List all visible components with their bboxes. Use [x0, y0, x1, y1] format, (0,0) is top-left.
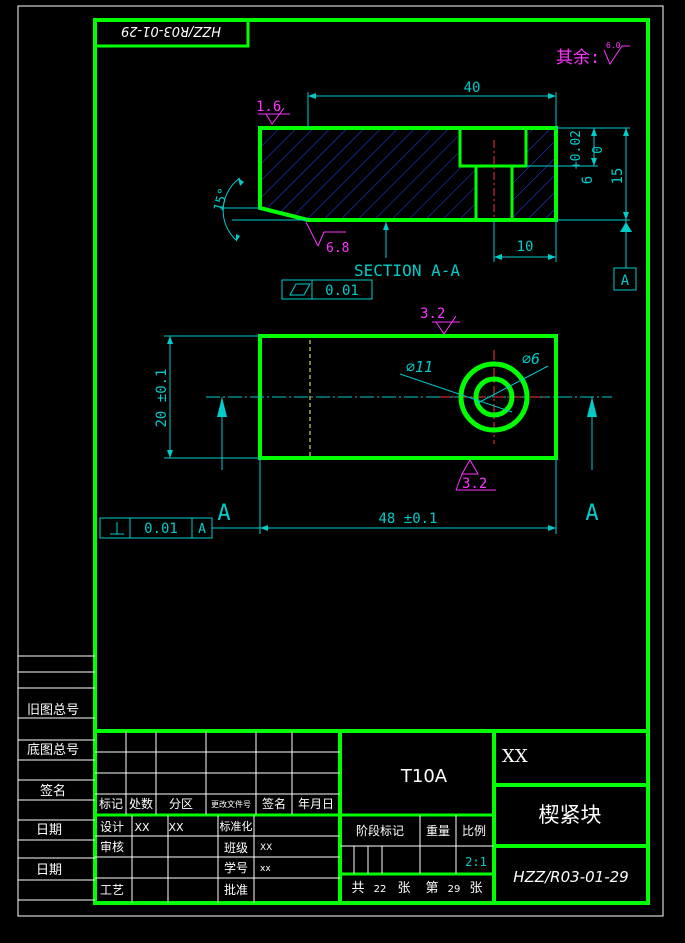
remaining-roughness-label: 其余:	[556, 48, 600, 68]
material: T10A	[400, 766, 448, 787]
dim-inner-dia: ∅6	[522, 350, 540, 368]
drawing-number-rotated: HZZ/R03-01-29	[121, 23, 221, 38]
row-class-label: 班级	[224, 841, 248, 855]
row-class-value: XX	[260, 843, 272, 853]
datum-a-label: A	[621, 273, 630, 289]
dim-length-48: 48 ±0.1	[378, 511, 437, 527]
part-name: 楔紧块	[539, 803, 602, 827]
section-label: SECTION A-A	[354, 261, 460, 280]
row-review-label: 审核	[100, 839, 124, 854]
sheets-current: 29	[448, 884, 461, 895]
dim-outer-dia: ∅11	[406, 358, 433, 376]
section-mark-left: A	[217, 501, 230, 526]
row-design-value2: XX	[168, 821, 184, 834]
strip-base-drawing: 底图总号	[27, 742, 79, 758]
company: XX	[502, 746, 528, 767]
row-process-label: 工艺	[100, 883, 124, 897]
tolerance-upper: +0.02	[569, 130, 584, 169]
roughness-top-section: 1.6	[256, 99, 281, 115]
scale-value: 2:1	[465, 855, 487, 869]
roughness-bottom-front: 3.2	[462, 476, 487, 492]
row-design-label: 设计	[100, 820, 124, 834]
drawing-number-box	[93, 18, 250, 48]
strip-date-2: 日期	[36, 863, 62, 878]
remaining-roughness-value: 6.0	[606, 41, 621, 50]
perpendicularity-frame	[99, 517, 213, 539]
perp-datum: A	[198, 522, 206, 537]
strip-signature: 签名	[40, 783, 66, 799]
weight-header: 重量	[426, 824, 450, 838]
stage-mark-header: 阶段标记	[356, 823, 404, 838]
flatness-icon	[289, 283, 311, 296]
sheets-total: 22	[374, 884, 387, 895]
dim-slot-10: 10	[517, 239, 534, 255]
sheets-unit-2: 张	[469, 881, 482, 896]
strip-old-drawing: 旧图总号	[27, 703, 79, 718]
title-block	[95, 729, 648, 903]
sheets-total-label: 共	[351, 881, 364, 896]
title-drawing-number: HZZ/R03-01-29	[513, 868, 628, 886]
dim-angle-15: 15°	[211, 186, 232, 213]
sheets-unit-1: 张	[397, 881, 410, 896]
dim-width-40: 40	[464, 80, 481, 96]
hole-outer-circle	[458, 361, 530, 433]
roughness-top-front: 3.2	[420, 306, 445, 322]
sheet-outer-border	[17, 5, 664, 917]
drawing-frame	[93, 18, 650, 905]
dim-height-15: 15	[610, 168, 626, 185]
header-date: 年月日	[298, 797, 334, 811]
row-standard-label: 标准化	[220, 819, 253, 833]
section-view	[258, 126, 558, 232]
sheets-current-label: 第	[425, 881, 438, 896]
perp-value: 0.01	[144, 521, 178, 537]
roughness-symbol-icon	[603, 45, 630, 66]
scale-header: 比例	[462, 824, 486, 838]
hole-inner-circle	[473, 376, 515, 418]
header-change-doc: 更改文件号	[211, 799, 251, 809]
header-mark: 标记	[99, 797, 123, 811]
roughness-bottom-section: 6.8	[326, 241, 349, 256]
perpendicularity-icon	[110, 522, 124, 535]
row-design-value: XX	[134, 821, 150, 834]
tolerance-lower: 0	[591, 146, 606, 154]
header-sign: 签名	[262, 796, 286, 811]
flatness-frame	[281, 279, 373, 300]
section-mark-right: A	[585, 501, 598, 526]
header-count: 处数	[129, 796, 153, 811]
flatness-value: 0.01	[325, 283, 359, 299]
dim-depth-6: 6	[580, 176, 596, 184]
left-strip	[18, 655, 95, 901]
row-student-value: xx	[260, 864, 271, 874]
row-approve-label: 批准	[224, 882, 248, 897]
header-zone: 分区	[169, 797, 193, 811]
row-student-label: 学号	[224, 860, 248, 875]
strip-date-1: 日期	[36, 823, 62, 838]
dim-height-20: 20 ±0.1	[154, 368, 170, 427]
